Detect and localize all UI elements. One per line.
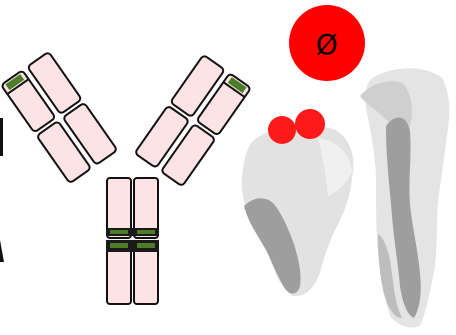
epitope-dot-right: [295, 109, 325, 139]
antibody-left-arm: [1, 52, 117, 184]
antibody-stem: [106, 178, 159, 304]
protein-surface-icon: [242, 109, 354, 296]
hinge-mark-lower-left: [110, 243, 128, 248]
hinge-mark-upper-left: [110, 230, 128, 234]
epitope-dot-left: [268, 116, 296, 144]
null-symbol-icon: Ø: [289, 5, 365, 81]
left-edge-fragments: [0, 118, 4, 262]
stem-lower-left: [107, 244, 131, 304]
stem-lower-right: [134, 244, 158, 304]
null-symbol-label: Ø: [316, 28, 338, 61]
hinge-mark-lower-right: [137, 243, 155, 248]
antibody-icon: [1, 52, 251, 304]
protein-surface-tall: [360, 68, 449, 327]
left-edge-glyph-2: [0, 240, 4, 262]
hinge-mark-upper-right: [137, 230, 155, 234]
left-edge-glyph-1: [0, 118, 3, 156]
antibody-right-arm: [135, 55, 251, 187]
